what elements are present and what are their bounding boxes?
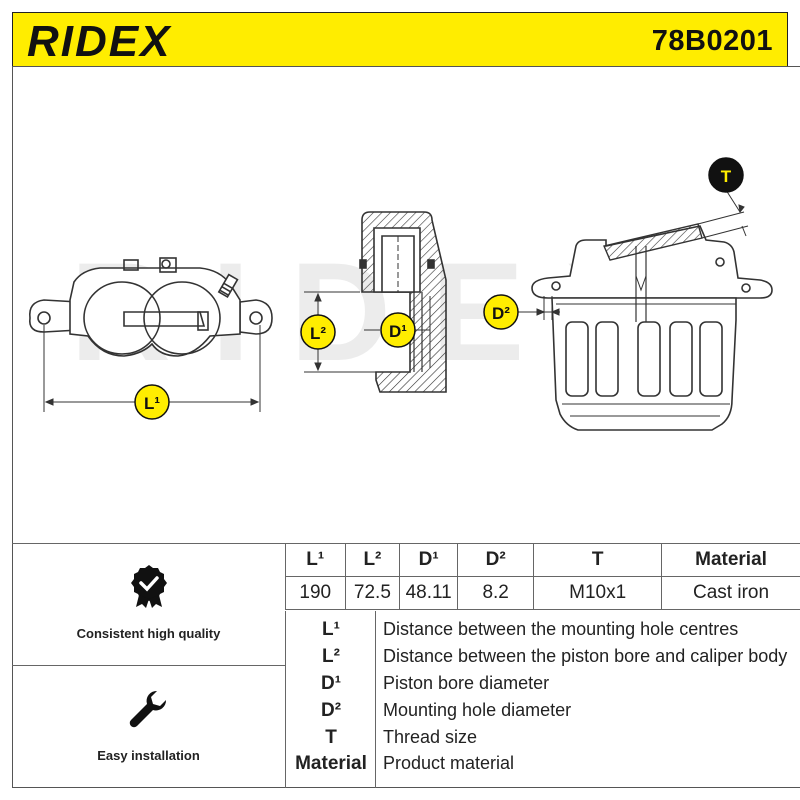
header-bar: RIDEX 78B0201 [12,12,788,67]
features-panel: Consistent high quality Easy installatio… [12,543,285,788]
spec-value-l1: 190 [285,576,346,610]
spec-table: L¹ L² D¹ D² T Material 190 72.5 48.11 8.… [285,543,800,610]
legend-row: T Thread size [286,727,800,753]
divider-feature [12,665,285,666]
legend: L¹ Distance between the mounting hole ce… [285,611,800,788]
legend-row: D² Mounting hole diameter [286,700,800,726]
spec-value-l2: 72.5 [344,576,401,610]
legend-row: L² Distance between the piston bore and … [286,646,800,672]
spec-header-l1: L¹ [285,543,346,577]
caliper-side-view [531,225,773,431]
spec-header-t: T [533,543,663,577]
feature-installation [12,687,285,736]
feature-installation-label: Easy installation [97,748,200,763]
legend-key: D¹ [320,673,342,694]
svg-text:L¹: L¹ [144,394,160,413]
caliper-section-view [359,211,447,393]
spec-header-l2: L² [344,543,401,577]
legend-row: Material Product material [286,753,800,779]
legend-key: D² [320,700,342,721]
legend-desc: Distance between the mounting hole centr… [383,619,739,639]
legend-desc: Distance between the piston bore and cal… [383,646,788,666]
spec-header-material: Material [661,543,800,577]
dimension-d2 [518,296,560,320]
svg-text:D²: D² [492,304,510,323]
spec-value-d1: 48.11 [399,576,459,610]
legend-row: D¹ Piston bore diameter [286,673,800,699]
spec-header-d2: D² [457,543,535,577]
legend-divider [375,611,376,788]
spec-value-row: 190 72.5 48.11 8.2 M10x1 Cast iron [285,576,800,610]
legend-key: L¹ [322,619,340,640]
label-l1-badge: L¹ [134,384,170,420]
legend-desc: Thread size [383,727,478,747]
feature-quality-label: Consistent high quality [76,626,221,641]
legend-key: L² [322,646,340,667]
caliper-drawing: RIDEX L¹ [28,157,773,431]
legend-key: Material [295,753,367,774]
check-badge-icon [130,565,167,608]
svg-text:RIDEX: RIDEX [27,17,172,64]
dimension-t [697,189,749,239]
feature-quality [12,563,285,614]
caliper-front-view [28,257,273,357]
label-l2-badge: L² [300,314,336,350]
svg-text:T: T [721,167,732,186]
legend-desc: Mounting hole diameter [383,700,572,720]
content-frame [12,66,800,788]
svg-text:D¹: D¹ [389,322,407,341]
spec-header-row: L¹ L² D¹ D² T Material [285,543,800,577]
spec-value-t: M10x1 [533,576,663,610]
legend-desc: Product material [383,753,515,773]
label-d1-badge: D¹ [380,312,416,348]
legend-row: L¹ Distance between the mounting hole ce… [286,619,800,645]
label-d2-badge: D² [483,294,519,330]
legend-desc: Piston bore diameter [383,673,550,693]
legend-key: T [325,727,337,748]
svg-text:L²: L² [310,324,326,343]
ridex-logo: RIDEX [27,17,172,64]
spec-value-material: Cast iron [661,576,800,610]
spec-value-d2: 8.2 [457,576,535,610]
wrench-icon [129,690,166,728]
part-number: 78B0201 [651,25,773,57]
label-t-badge: T [708,157,744,193]
spec-header-d1: D¹ [399,543,459,577]
